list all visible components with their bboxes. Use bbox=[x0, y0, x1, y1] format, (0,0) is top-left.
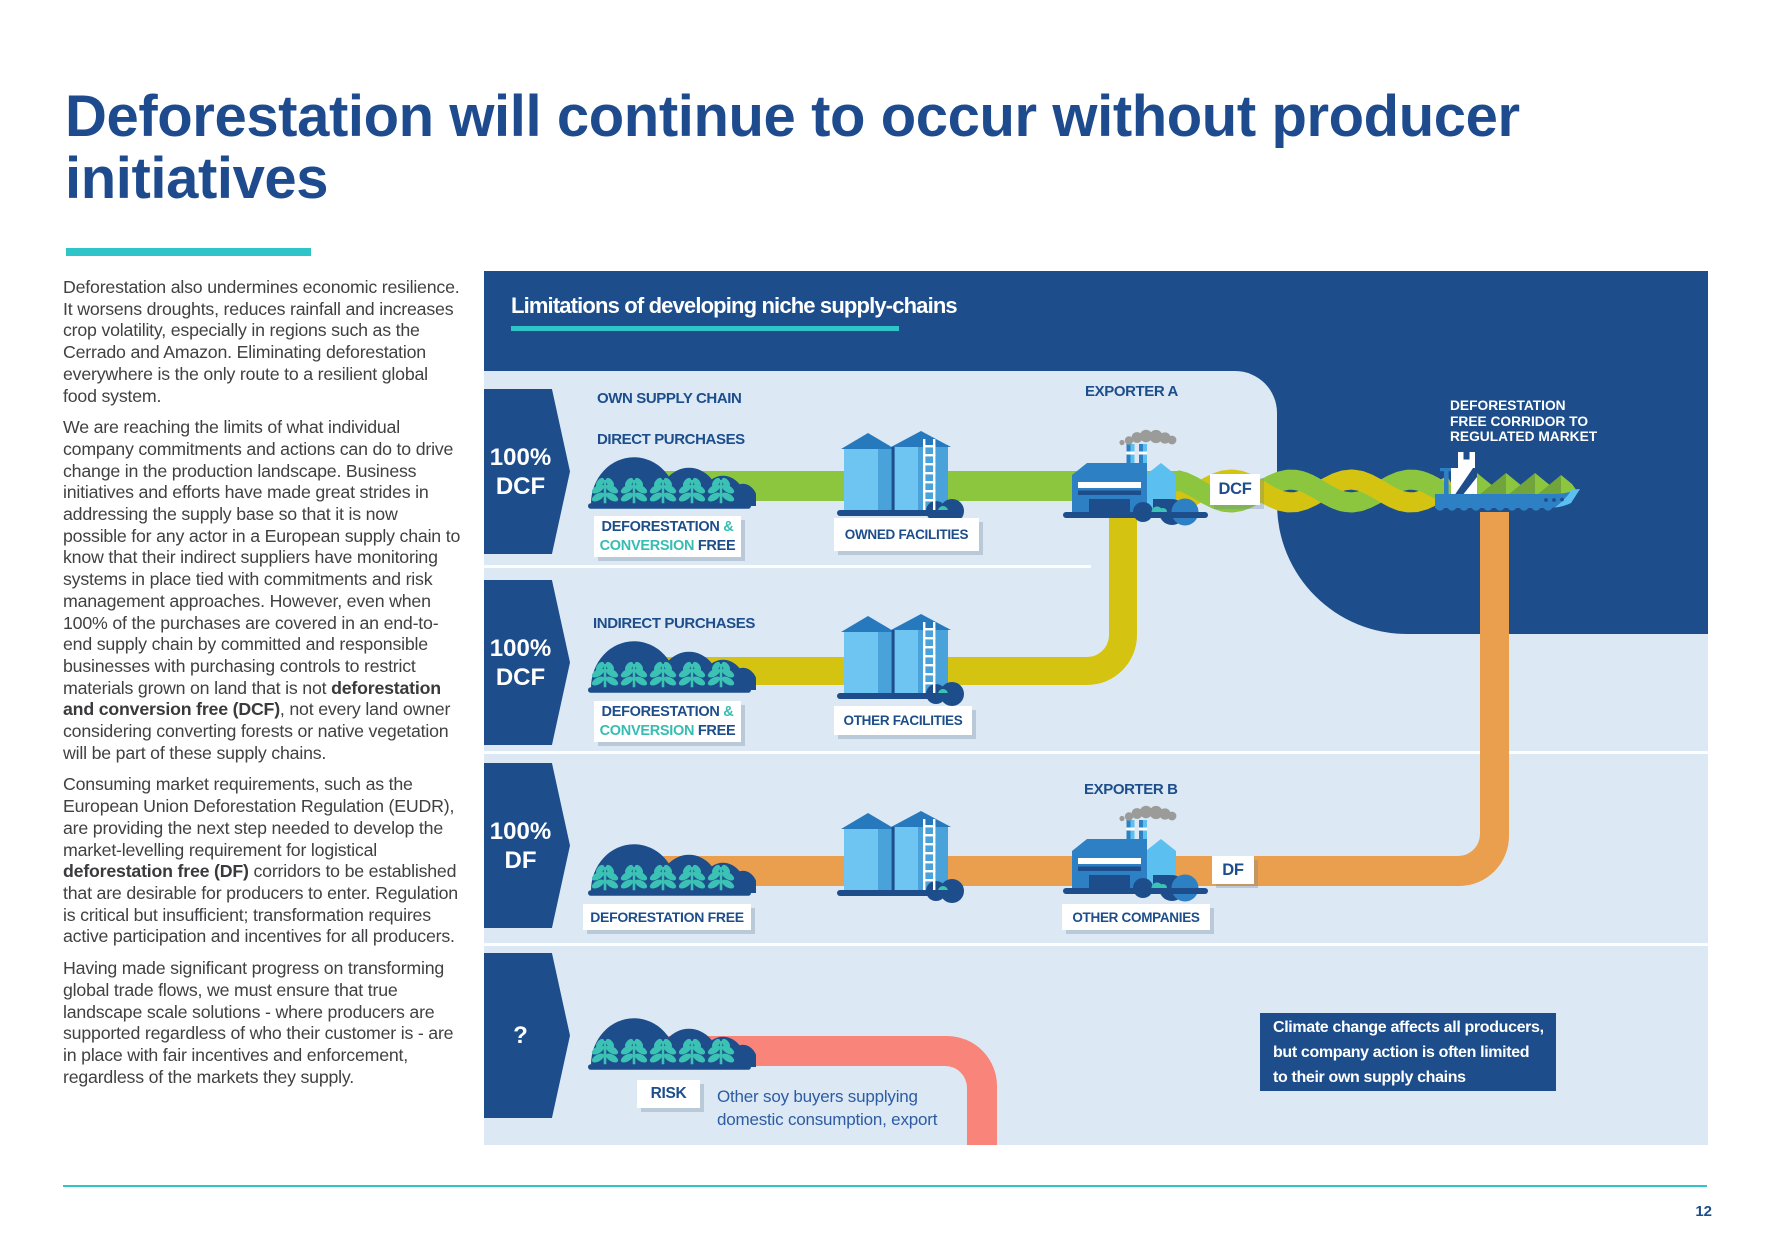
label-owned-facilities: OWNED FACILITIES bbox=[834, 518, 979, 551]
body-paragraph: We are reaching the limits of what indiv… bbox=[63, 417, 461, 763]
label-deforestation-conversion-free: DEFORESTATION &CONVERSION FREE bbox=[594, 516, 741, 557]
soy-buyers-note: Other soy buyers supplying domestic cons… bbox=[717, 1087, 938, 1129]
title-accent-rule bbox=[66, 248, 311, 256]
body-text-column: Deforestation also undermines economic r… bbox=[63, 277, 461, 1098]
chevron-100-dcf-2: 100% DCF bbox=[484, 580, 570, 745]
body-paragraph: Deforestation also undermines economic r… bbox=[63, 277, 460, 406]
row-separator bbox=[484, 565, 1091, 568]
header-exporter-a: EXPORTER A bbox=[1085, 383, 1178, 400]
header-exporter-b: EXPORTER B bbox=[1084, 781, 1178, 798]
ship-icon bbox=[1435, 452, 1580, 511]
label-deforestation-free: DEFORESTATION FREE bbox=[583, 904, 751, 930]
climate-note-text: Climate change affects all producers, bu… bbox=[1273, 1018, 1544, 1086]
page-number: 12 bbox=[1695, 1203, 1712, 1220]
tag-dcf: DCF bbox=[1210, 474, 1260, 505]
chevron-question: ? bbox=[484, 953, 570, 1118]
label-other-companies: OTHER COMPANIES bbox=[1062, 904, 1210, 930]
factory-icon-exporter-b bbox=[1063, 805, 1208, 902]
silos-icon-df bbox=[837, 811, 964, 903]
diagram-title: Limitations of developing niche supply-c… bbox=[511, 293, 958, 318]
climate-note-box: Climate change affects all producers, bu… bbox=[1260, 1013, 1556, 1091]
header-own-supply-chain: OWN SUPPLY CHAIN bbox=[597, 390, 742, 407]
chevron-100-dcf: 100% DCF bbox=[484, 389, 570, 554]
corridor-label: DEFORESTATION FREE CORRIDOR TO REGULATED… bbox=[1450, 398, 1598, 445]
header-indirect-purchases: INDIRECT PURCHASES bbox=[593, 615, 755, 632]
diagram-title-rule bbox=[511, 326, 899, 331]
silos-icon-owned bbox=[837, 431, 964, 523]
label-deforestation-conversion-free-2: DEFORESTATION &CONVERSION FREE bbox=[594, 701, 741, 742]
body-paragraph: Having made significant progress on tran… bbox=[63, 958, 454, 1087]
label-risk: RISK bbox=[637, 1080, 700, 1108]
chevron-100-df: 100% DF bbox=[484, 763, 570, 928]
page-title: Deforestation will continue to occur wit… bbox=[65, 84, 1520, 211]
footer-rule bbox=[63, 1185, 1707, 1187]
header-direct-purchases: DIRECT PURCHASES bbox=[597, 431, 745, 448]
silos-icon-other bbox=[837, 614, 964, 706]
body-paragraph: Consuming market requirements, such as t… bbox=[63, 774, 458, 947]
row-separator bbox=[484, 943, 1708, 946]
row-separator bbox=[484, 751, 1708, 754]
tag-df: DF bbox=[1212, 856, 1254, 884]
label-other-facilities: OTHER FACILITIES bbox=[834, 706, 972, 735]
flow-band-df bbox=[660, 512, 1509, 886]
